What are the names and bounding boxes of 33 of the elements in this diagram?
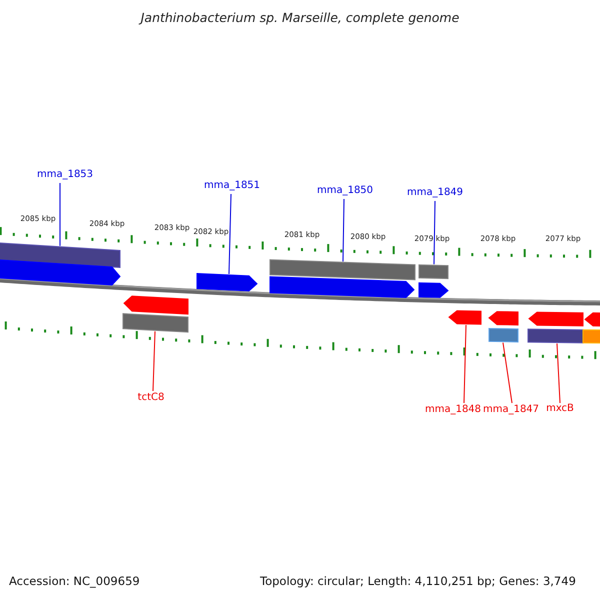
gene-label: mma_1848 — [424, 405, 482, 415]
gene-label: mma_1850 — [316, 186, 374, 196]
leader-line — [434, 200, 436, 265]
gene-block — [0, 259, 121, 286]
gene-label: mma_1847 — [482, 405, 540, 415]
gene-block — [448, 310, 482, 325]
title: Janthinobacterium sp. Marseille, complete genome — [138, 12, 460, 24]
gene-block — [270, 276, 415, 298]
gene-bar — [0, 242, 120, 268]
gene-block — [418, 282, 449, 298]
footer-note: Accession: NC_009659 — [9, 576, 140, 588]
footer-note: Topology: circular; Length: 4,110,251 bp; Genes: 3,749 — [260, 576, 576, 588]
gene-bar — [488, 328, 518, 342]
gene-label: mma_1853 — [36, 170, 94, 180]
gene-label: mxcB — [546, 404, 574, 414]
gene-block — [584, 312, 600, 327]
leader-line — [556, 343, 560, 404]
leader-line — [228, 194, 232, 275]
gene-bar — [418, 264, 448, 280]
gene-label: mma_1849 — [406, 188, 464, 198]
gene-block — [196, 273, 258, 292]
gene-block — [123, 296, 188, 315]
leader-line — [152, 330, 156, 392]
gene-bar — [122, 313, 188, 333]
gene-bar — [528, 328, 584, 344]
gene-label: mma_1851 — [204, 181, 260, 191]
leader-line — [502, 342, 512, 404]
leader-line — [342, 198, 344, 262]
gene-bar — [270, 259, 416, 280]
gene-label: tctC8 — [138, 393, 164, 403]
gene-bar — [582, 329, 600, 344]
gene-block — [488, 311, 518, 326]
leader-line — [464, 324, 466, 404]
